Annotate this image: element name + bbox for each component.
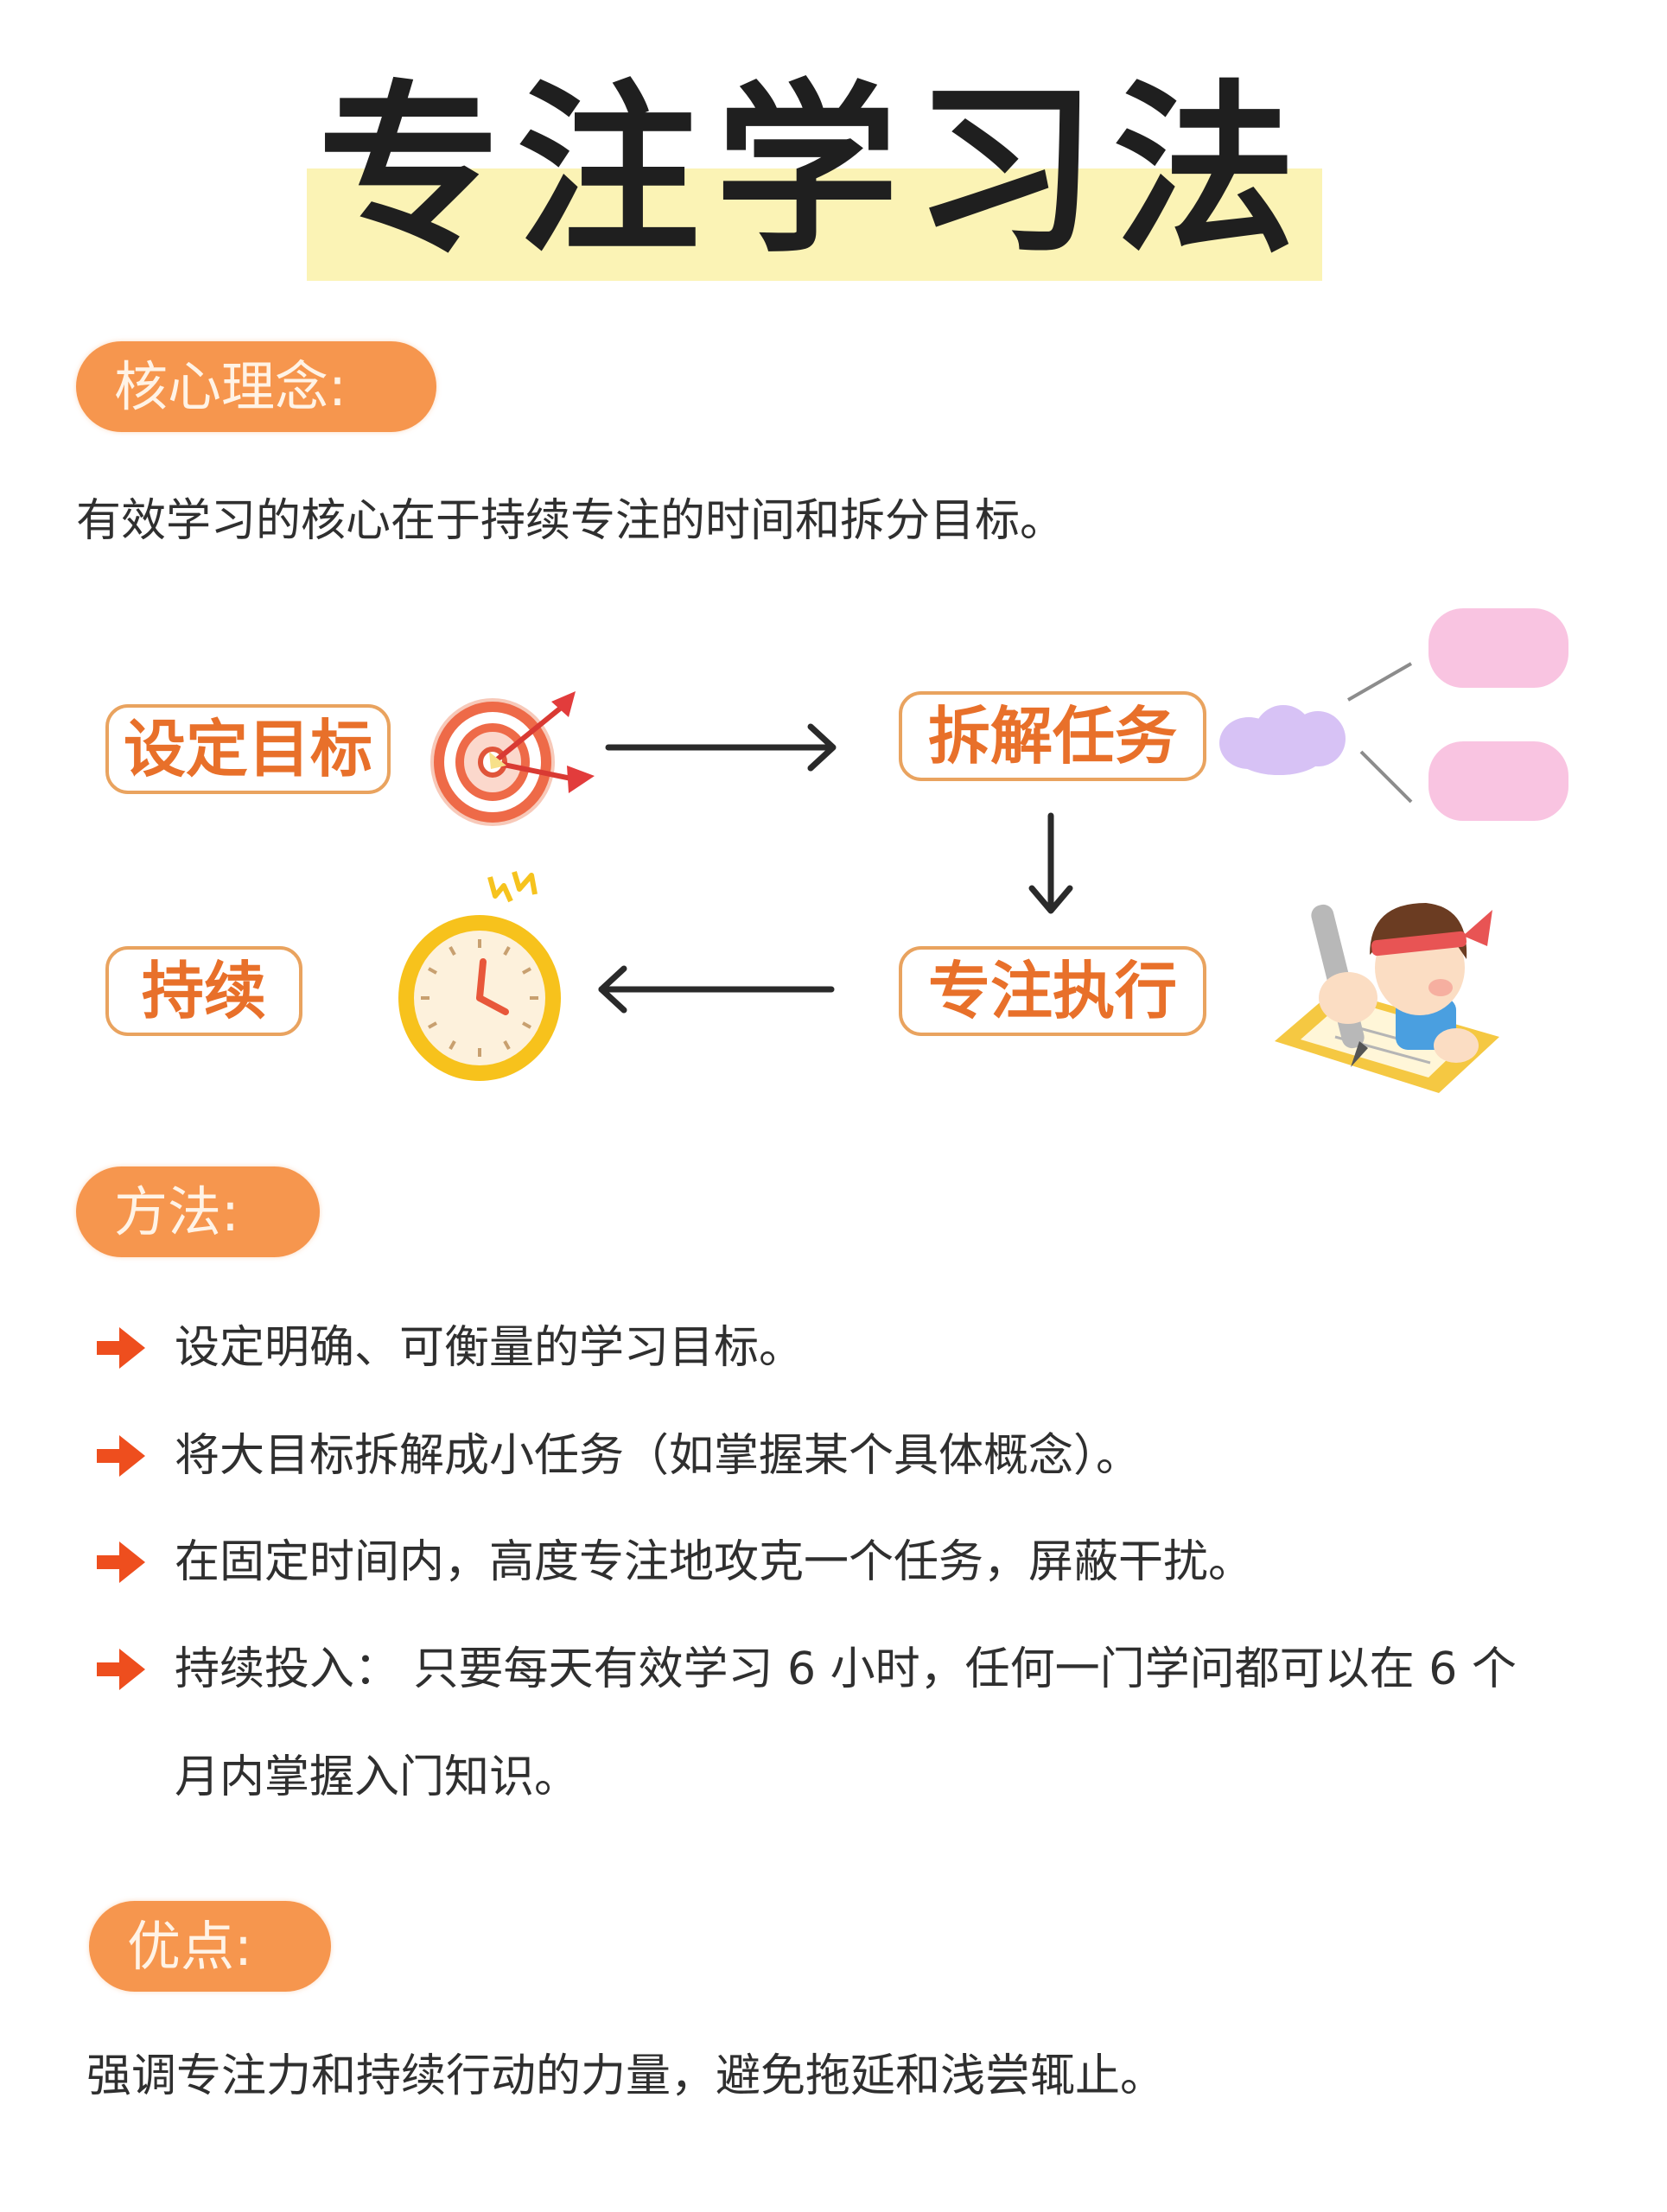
step-persist: 持续: [105, 946, 302, 1036]
arrow-down-icon: [1027, 812, 1075, 916]
method-item: 在固定时间内，高度专注地攻克一个任务，屏蔽干扰。: [93, 1532, 1253, 1592]
orange-arrow-icon: [93, 1430, 149, 1482]
studying-boy-icon: [1266, 886, 1508, 1093]
method-item: 将大目标拆解成小任务（如掌握某个具体概念）。: [93, 1426, 1141, 1486]
alarm-clock-icon: [393, 860, 566, 1084]
method-item: 设定明确、可衡量的学习目标。: [93, 1318, 804, 1378]
section-pill-method: 方法:: [76, 1166, 320, 1257]
orange-arrow-icon: [93, 1536, 149, 1588]
orange-arrow-icon: [93, 1322, 149, 1374]
dartboard-icon: [422, 683, 603, 830]
title-highlight: [307, 168, 1322, 281]
section-pill-core: 核心理念:: [76, 341, 436, 432]
flow-diagram: 设定目标 拆解任务: [0, 596, 1667, 1115]
advantage-text: 强调专注力和持续行动的力量，避免拖延和浅尝辄止。: [86, 2050, 1166, 2102]
page-title: 专注学习法: [317, 64, 1312, 277]
orange-arrow-icon: [93, 1643, 149, 1695]
core-text: 有效学习的核心在于持续专注的时间和拆分目标。: [76, 495, 1066, 547]
section-pill-advantage: 优点:: [89, 1901, 331, 1992]
step-set-goal: 设定目标: [105, 704, 391, 794]
method-item: 持续投入： 只要每天有效学习 6 小时，任何一门学问都可以在 6 个: [93, 1639, 1517, 1700]
step-focus-execute: 专注执行: [899, 946, 1206, 1036]
arrow-right-icon: [605, 721, 838, 773]
step-break-down-task: 拆解任务: [899, 691, 1206, 781]
cloud-split-icon: [1214, 596, 1577, 830]
arrow-left-icon: [595, 963, 837, 1015]
method-item-continuation: 月内掌握入门知识。: [175, 1751, 580, 1803]
